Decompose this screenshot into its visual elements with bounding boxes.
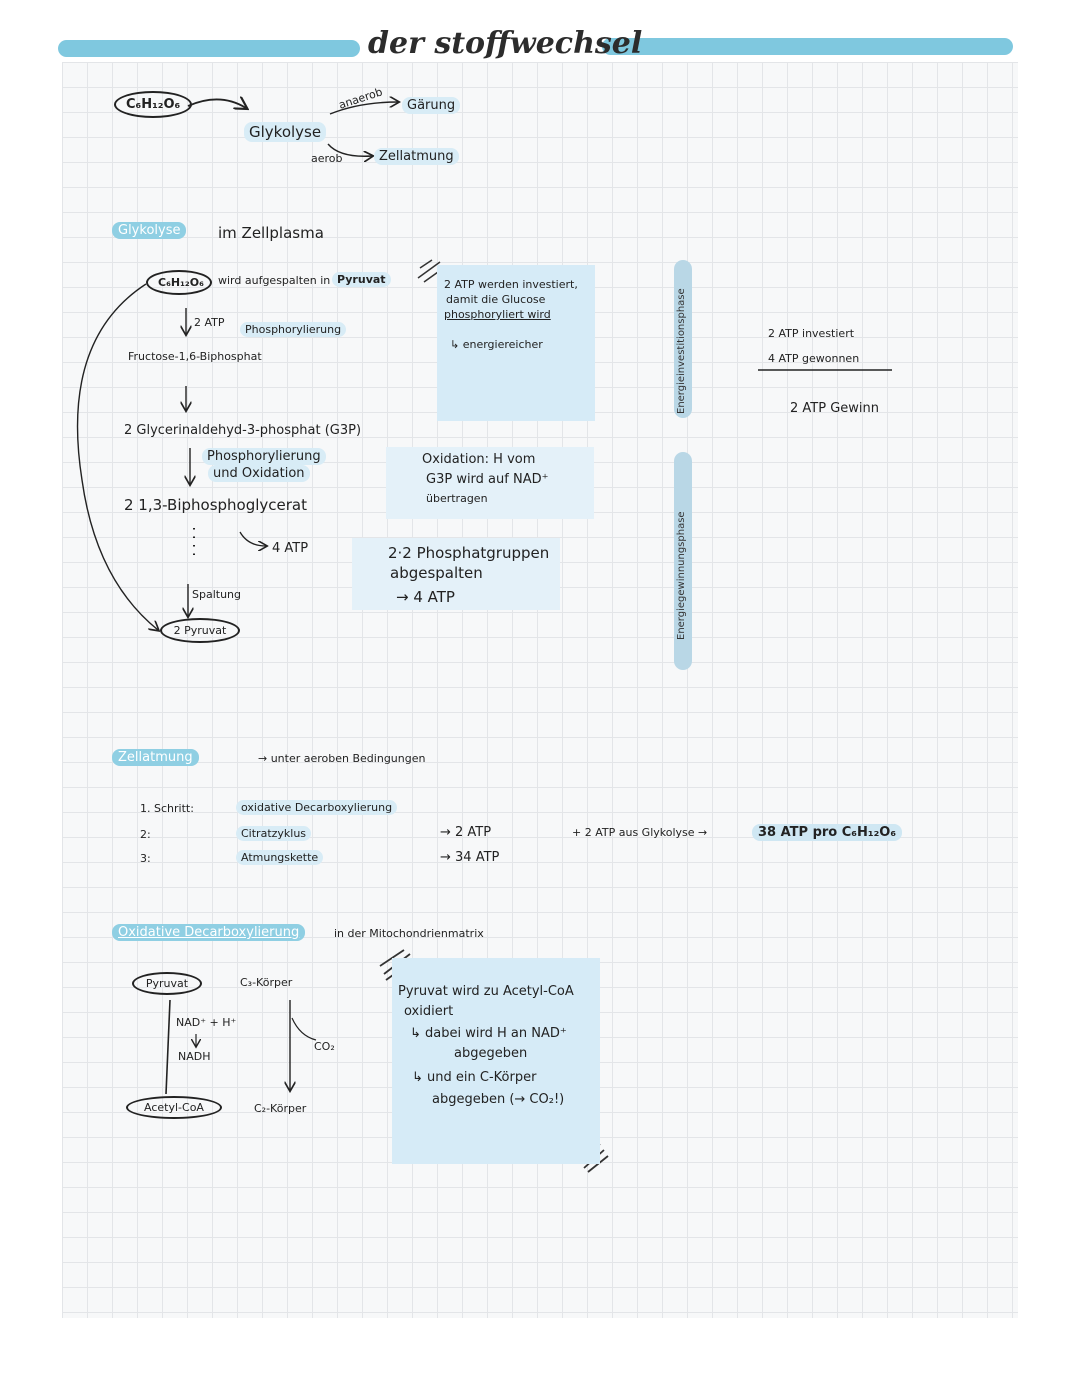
- atp-2: → 2 ATP: [440, 825, 492, 840]
- note3-line2: abgespalten: [390, 564, 483, 582]
- decarb-note-line1: Pyruvat wird zu Acetyl-CoA: [398, 984, 574, 999]
- und-oxidation-text: und Oxidation: [208, 465, 310, 482]
- glucose-oval: C₆H₁₂O₆: [114, 91, 192, 118]
- zellatmung-section-tag: Zellatmung: [112, 749, 199, 766]
- aerob-condition: → unter aeroben Bedingungen: [258, 752, 426, 765]
- note2-line2: G3P wird auf NAD⁺: [426, 472, 549, 487]
- pyruvat-end-oval: 2 Pyruvat: [160, 618, 240, 643]
- plus-glykolyse: + 2 ATP aus Glykolyse →: [572, 826, 708, 839]
- split-text: wird aufgespalten in: [218, 274, 331, 287]
- note1-line4: ↳ energiereicher: [450, 338, 543, 351]
- note3-line1: 2·2 Phosphatgruppen: [388, 544, 550, 562]
- atp-34: → 34 ATP: [440, 850, 500, 865]
- glykolyse-location: im Zellplasma: [218, 224, 324, 242]
- title-bar-left: [58, 40, 360, 57]
- glucose-oval-2: C₆H₁₂O₆: [146, 270, 212, 295]
- step3-number: 3:: [140, 852, 151, 865]
- glykolyse-section-tag: Glykolyse: [112, 222, 187, 239]
- und-oxidation: und Oxidation: [208, 465, 310, 482]
- total-atp-badge: 38 ATP pro C₆H₁₂O₆: [752, 824, 903, 841]
- zellatmung-label: Zellatmung: [374, 148, 459, 165]
- note1-line3: phosphoryliert wird: [444, 308, 551, 321]
- co2-label: CO₂: [314, 1040, 335, 1053]
- note-oxidation: [386, 447, 594, 519]
- c2-koerper: C₂-Körper: [254, 1102, 307, 1115]
- decarb-section-tag: Oxidative Decarboxylierung: [112, 924, 306, 941]
- pyruvat-label: Pyruvat: [332, 272, 391, 287]
- phosphorylierung-1: Phosphorylierung: [240, 322, 347, 337]
- page-title: der stoffwechsel: [368, 26, 643, 61]
- atp-investment: 2 ATP: [194, 316, 225, 329]
- decarb-note-line5: ↳ und ein C-Körper: [412, 1070, 537, 1085]
- note-phosphatgruppen: [352, 538, 560, 610]
- decarb-note-line6: abgegeben (→ CO₂!): [432, 1092, 565, 1107]
- note1-line1: 2 ATP werden investiert,: [444, 278, 578, 291]
- title-bar-right: [602, 38, 1013, 55]
- note2-line1: Oxidation: H vom: [422, 452, 536, 467]
- sum-gain: 4 ATP gewonnen: [768, 352, 860, 365]
- phosphorylierung-2: Phosphorylierung: [202, 448, 326, 465]
- fructose-label: Fructose-1,6-Biphosphat: [128, 350, 262, 363]
- step2-number: 2:: [140, 828, 151, 841]
- spaltung-label: Spaltung: [192, 588, 242, 601]
- step3-label: Atmungskette: [236, 850, 324, 865]
- acetyl-coa-oval: Acetyl-CoA: [126, 1096, 222, 1119]
- step1-label: oxidative Decarboxylierung: [236, 800, 398, 815]
- note3-line3: → 4 ATP: [396, 588, 455, 606]
- atp-produced: 4 ATP: [272, 541, 309, 556]
- g3p-label: 2 Glycerinaldehyd-3-phosphat (G3P): [124, 423, 362, 438]
- decarb-note-line3: ↳ dabei wird H an NAD⁺: [410, 1026, 567, 1041]
- decarb-note-line4: abgegeben: [454, 1046, 528, 1061]
- note-decarb: [392, 958, 600, 1164]
- investment-phase-bar: [674, 260, 692, 418]
- step1-number: 1. Schritt:: [140, 802, 194, 815]
- note2-line3: übertragen: [426, 492, 488, 505]
- gain-phase-label: Energiegewinnungsphase: [676, 511, 687, 640]
- note-investment: [437, 265, 595, 421]
- investment-phase-label: Energieinvestitionsphase: [676, 288, 687, 414]
- decarb-location: in der Mitochondrienmatrix: [334, 927, 484, 940]
- step2-label: Citratzyklus: [236, 826, 312, 841]
- pyruvat-oval: Pyruvat: [132, 972, 202, 995]
- gaerung-label: Gärung: [402, 97, 461, 114]
- sum-total: 2 ATP Gewinn: [790, 401, 879, 416]
- note1-line2: damit die Glucose: [446, 293, 546, 306]
- gain-phase-bar: [674, 452, 692, 670]
- glykolyse-label: Glykolyse: [244, 122, 327, 142]
- sum-invest: 2 ATP investiert: [768, 327, 855, 340]
- biphosphoglycerat-label: 2 1,3-Biphosphoglycerat: [124, 496, 308, 514]
- nad-label: NAD⁺ + H⁺: [176, 1016, 237, 1029]
- c3-koerper: C₃-Körper: [240, 976, 293, 989]
- aerob-label: aerob: [311, 152, 343, 165]
- decarb-note-line2: oxidiert: [404, 1004, 454, 1019]
- nadh-label: NADH: [178, 1050, 211, 1063]
